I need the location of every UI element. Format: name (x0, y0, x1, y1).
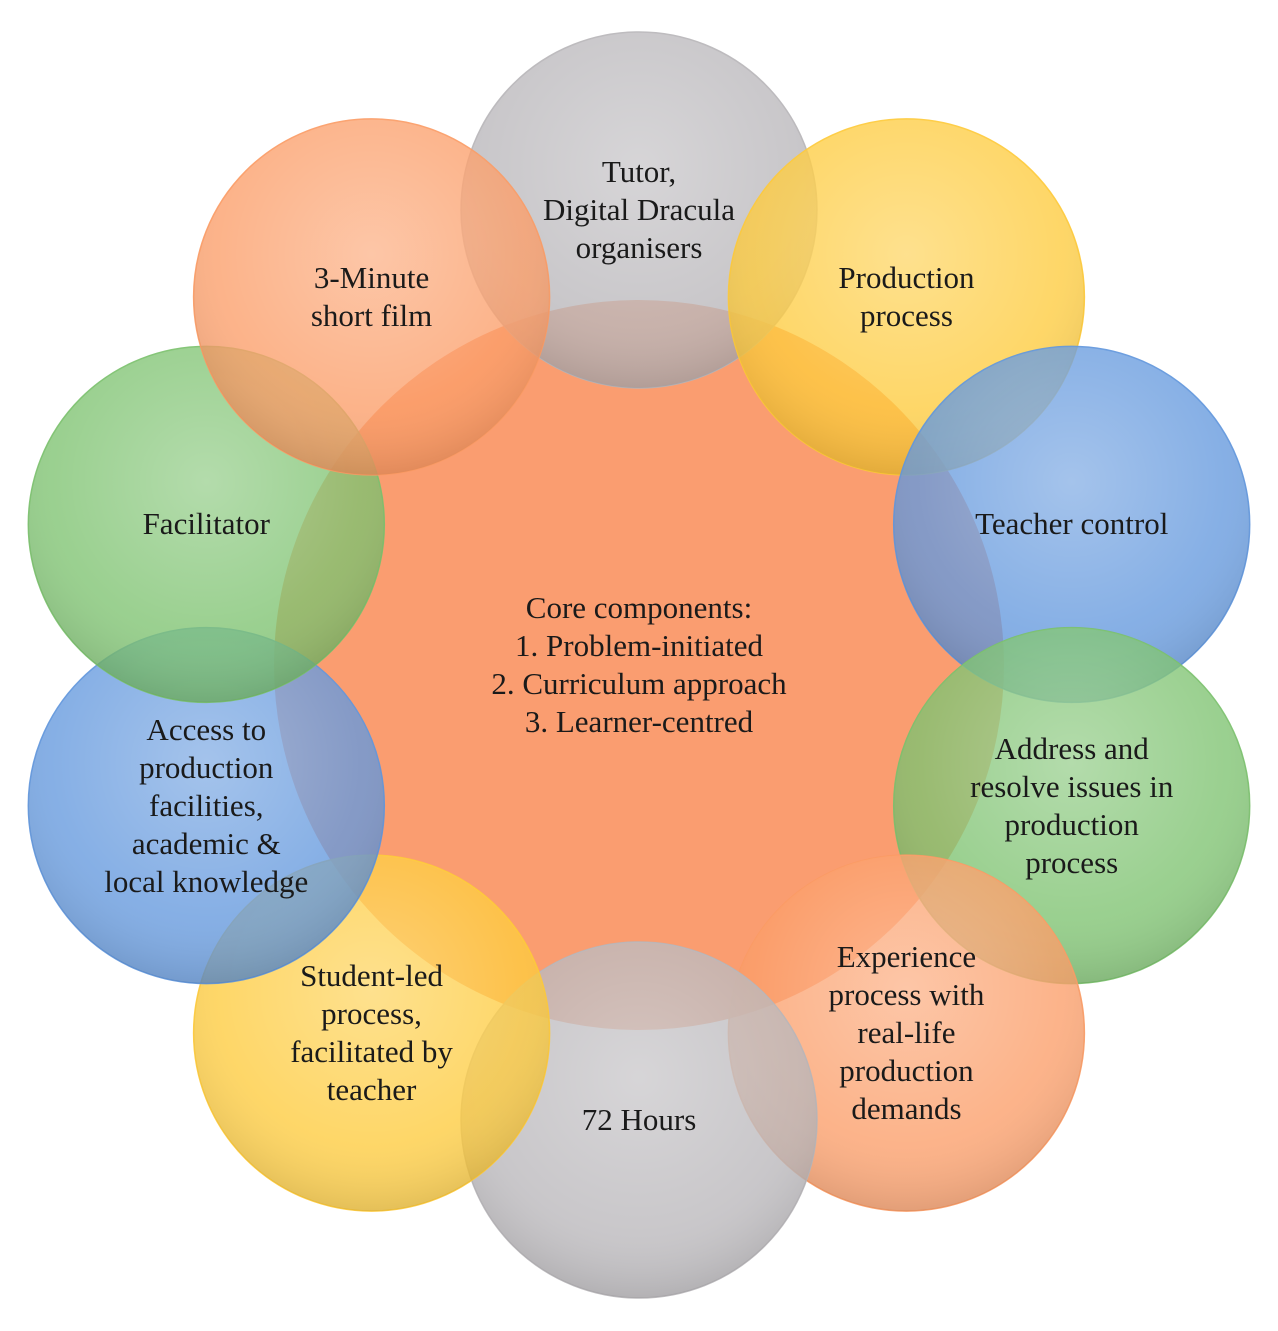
core-components-label-line: 2. Curriculum approach (491, 666, 787, 701)
node-label-address-issues-line: Address and (994, 730, 1149, 766)
core-circle (274, 300, 1004, 1030)
node-label-address-issues-line: production (1004, 806, 1139, 842)
node-label-access-facilities-line: production (139, 749, 274, 785)
core-components-label-line: 1. Problem-initiated (515, 628, 763, 663)
node-gloss-access-facilities (28, 627, 385, 984)
node-label-facilitator-line: Facilitator (142, 506, 270, 542)
node-short-film (192, 118, 551, 476)
node-label-72-hours-line: 72 Hours (581, 1102, 697, 1137)
node-label-student-led-line: facilitated by (290, 1034, 453, 1070)
node-label-tutor-line: organisers (575, 230, 703, 265)
node-label-access-facilities-line: local knowledge (104, 863, 309, 899)
node-label-experience-process-line: demands (851, 1091, 962, 1127)
node-label-student-led-line: Student-led (300, 958, 443, 994)
node-label-access-facilities-line: Access to (146, 711, 267, 747)
node-label-tutor-line: Digital Dracula (543, 192, 735, 227)
node-label-short-film-line: 3-Minute (313, 259, 430, 295)
node-label-student-led-line: teacher (326, 1072, 417, 1108)
core-components-label-line: 3. Learner-centred (524, 704, 754, 739)
node-label-tutor-line: Tutor, (601, 154, 677, 189)
node-label-experience-process-line: production (839, 1053, 974, 1089)
node-label-student-led-line: process, (321, 996, 422, 1032)
node-label-experience-process-line: real-life (857, 1015, 956, 1051)
node-label-short-film-line: short film (310, 297, 433, 333)
node-label-experience-process-line: Experience (836, 939, 977, 975)
node-teacher-control (892, 345, 1251, 704)
node-label-facilitator: Facilitator (143, 505, 270, 543)
node-label-experience-process-line: process with (828, 977, 985, 1013)
core-components-label-line: Core components: (525, 590, 753, 625)
node-gloss-teacher-control (893, 346, 1250, 703)
node-label-72-hours: 72 Hours (582, 1101, 697, 1139)
node-label-production-process-line: Production (838, 259, 975, 295)
node-label-access-facilities-line: academic & (131, 825, 281, 861)
node-label-teacher-control-line: Teacher control (975, 506, 1169, 542)
node-label-teacher-control: Teacher control (975, 505, 1168, 543)
node-label-address-issues-line: process (1025, 844, 1119, 880)
node-gloss-short-film (193, 118, 550, 475)
node-label-production-process-line: process (859, 297, 953, 333)
node-label-access-facilities-line: facilities, (149, 787, 264, 823)
node-access-facilities (27, 626, 386, 985)
node-label-address-issues-line: resolve issues in (970, 768, 1174, 804)
